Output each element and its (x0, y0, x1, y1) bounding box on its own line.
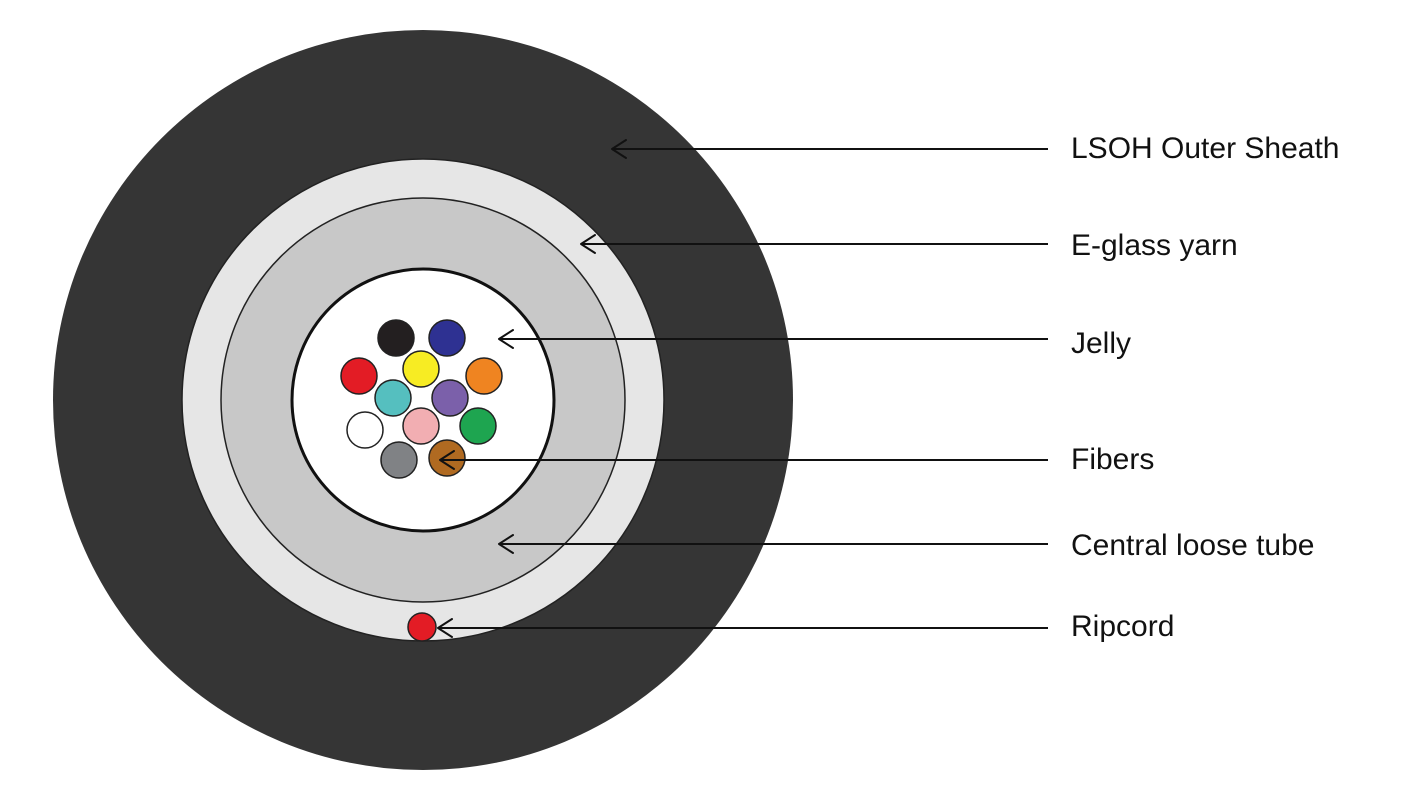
fiber-yellow (402, 350, 440, 388)
jelly-layer (290, 267, 556, 533)
fiber-green (459, 407, 497, 445)
fiber-brown (428, 439, 466, 477)
fiber-aqua (374, 379, 412, 417)
label-outer-sheath: LSOH Outer Sheath (1071, 132, 1339, 165)
fiber-white (346, 411, 384, 449)
label-fibers: Fibers (1071, 443, 1154, 476)
leader-central-loose-tube (498, 534, 1048, 554)
fiber-red (340, 357, 378, 395)
leader-ripcord (437, 618, 1048, 638)
fiber-rose (402, 407, 440, 445)
leader-fibers (439, 450, 1048, 470)
fibers-bundle (340, 319, 503, 479)
label-ripcord: Ripcord (1071, 610, 1174, 643)
fiber-orange (465, 357, 503, 395)
label-jelly: Jelly (1071, 327, 1131, 360)
ripcord-strand (407, 612, 437, 642)
leader-e-glass-yarn (580, 234, 1048, 254)
label-central-loose-tube: Central loose tube (1071, 529, 1315, 562)
label-e-glass-yarn: E-glass yarn (1071, 229, 1238, 262)
fiber-violet (431, 379, 469, 417)
fiber-black (377, 319, 415, 357)
leader-jelly (498, 329, 1048, 349)
fiber-slate (380, 441, 418, 479)
leader-outer-sheath (611, 139, 1048, 159)
fiber-blue (428, 319, 466, 357)
